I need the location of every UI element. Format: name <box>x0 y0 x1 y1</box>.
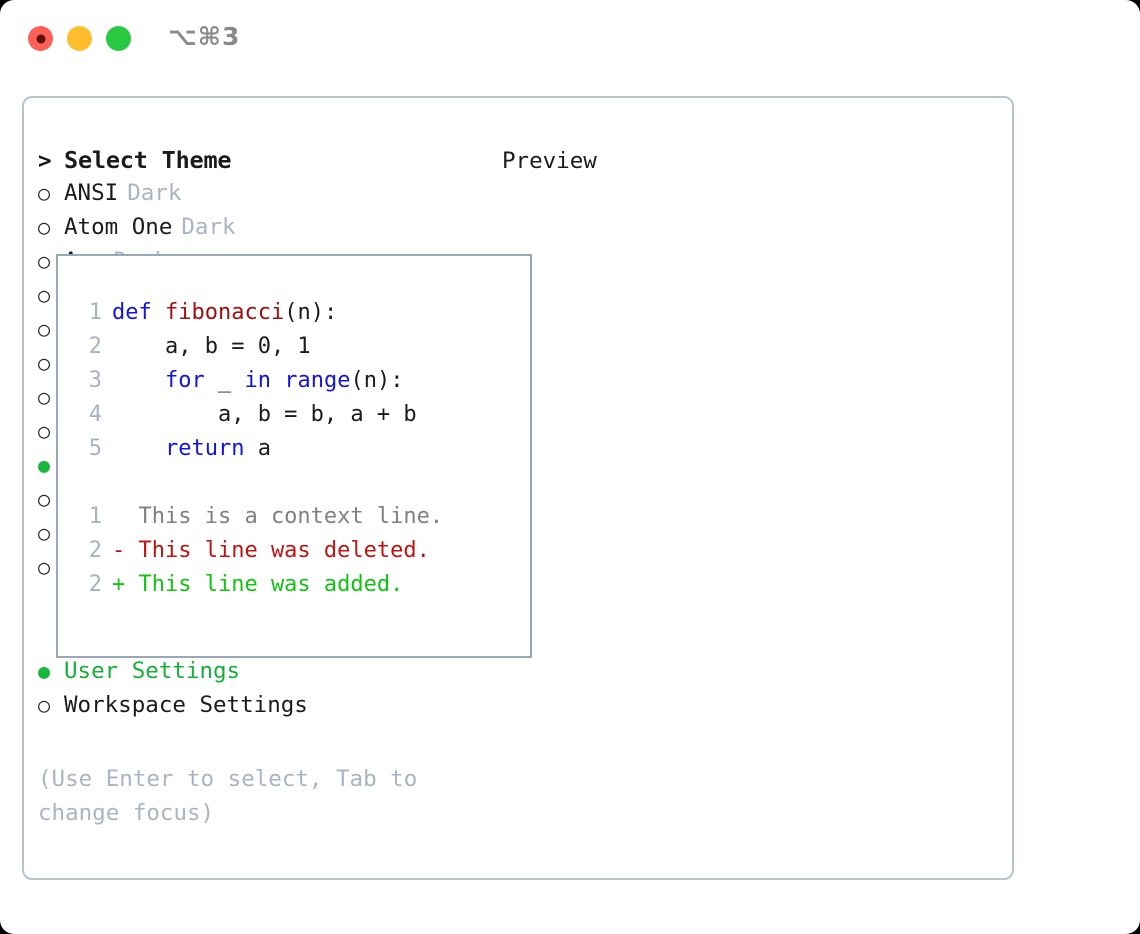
radio-unselected-icon[interactable]: ○ <box>38 317 51 341</box>
preview-section: Preview <box>502 146 1002 180</box>
radio-unselected-icon[interactable]: ○ <box>38 521 51 545</box>
line-number: 3 <box>88 368 102 393</box>
radio-unselected-icon[interactable]: ○ <box>38 351 51 375</box>
keyboard-hint-text: (Use Enter to select, Tab to change focu… <box>38 766 431 826</box>
radio-unselected-icon[interactable]: ○ <box>38 555 51 579</box>
radio-selected-icon[interactable]: ● <box>38 659 51 683</box>
code-line: 1 def fibonacci(n): <box>76 296 443 330</box>
code-line: 4 a, b = b, a + b <box>76 398 443 432</box>
radio-unselected-icon[interactable]: ○ <box>38 249 51 273</box>
keyboard-shortcut-label: ⌥⌘3 <box>168 22 241 51</box>
title-bar: ⌥⌘3 <box>0 0 1140 78</box>
diff-text: + This line was added. <box>112 572 404 597</box>
code-token: a, b = 0, 1 <box>112 334 311 359</box>
line-number: 1 <box>88 300 102 325</box>
apply-to-option-label: User Settings <box>64 658 241 684</box>
line-number: 4 <box>88 402 102 427</box>
code-token: (n): <box>284 300 338 325</box>
line-number: 5 <box>88 436 102 461</box>
line-number: 1 <box>88 504 102 529</box>
radio-selected-icon[interactable]: ● <box>38 453 51 477</box>
diff-line: 2 - This line was deleted. <box>76 534 443 568</box>
theme-name: ANSI <box>64 180 119 206</box>
theme-list-item[interactable]: ○ ANSI Dark <box>38 180 498 214</box>
apply-to-option[interactable]: ○ Workspace Settings <box>38 692 498 726</box>
code-token <box>112 436 165 461</box>
code-line: 5 return a <box>76 432 443 466</box>
code-token: range <box>284 368 351 393</box>
code-line: 3 for _ in range(n): <box>76 364 443 398</box>
theme-picker-title: Select Theme <box>64 146 232 174</box>
code-token: return <box>164 436 245 461</box>
theme-name: Atom One <box>64 214 173 240</box>
code-token: fibonacci <box>164 300 285 325</box>
radio-unselected-icon[interactable]: ○ <box>38 385 51 409</box>
radio-unselected-icon[interactable]: ○ <box>38 283 51 307</box>
theme-picker-header: > Select Theme <box>38 146 498 180</box>
apply-to-list: ● User Settings ○ Workspace Settings <box>38 658 498 726</box>
code-token: for <box>164 368 205 393</box>
radio-unselected-icon[interactable]: ○ <box>38 487 51 511</box>
apply-to-option[interactable]: ● User Settings <box>38 658 498 692</box>
theme-variant-badge: Dark <box>127 180 182 206</box>
radio-unselected-icon[interactable]: ○ <box>38 419 51 443</box>
diff-line: 2 + This line was added. <box>76 568 443 602</box>
diff-text: - This line was deleted. <box>112 538 430 563</box>
window-controls <box>28 26 131 51</box>
hint-gap <box>38 726 498 762</box>
code-token: a <box>244 436 271 461</box>
line-number: 2 <box>88 572 102 597</box>
code-token: def <box>112 300 165 325</box>
code-token <box>271 368 284 393</box>
radio-unselected-icon[interactable]: ○ <box>38 181 51 205</box>
radio-unselected-icon[interactable]: ○ <box>38 215 51 239</box>
code-token: in <box>244 368 271 393</box>
theme-variant-badge: Dark <box>181 214 236 240</box>
radio-unselected-icon[interactable]: ○ <box>38 693 51 717</box>
code-line: 2 a, b = 0, 1 <box>76 330 443 364</box>
diff-line: 1 This is a context line. <box>76 500 443 534</box>
apply-to-option-label: Workspace Settings <box>64 692 308 718</box>
line-number: 2 <box>88 538 102 563</box>
theme-list-item[interactable]: ○ Atom One Dark <box>38 214 498 248</box>
caret-icon: > <box>38 148 52 174</box>
diff-text: This is a context line. <box>112 504 444 529</box>
code-token: a, b = b, a + b <box>112 402 417 427</box>
code-token: (n): <box>350 368 404 393</box>
minimize-button-icon[interactable] <box>67 26 92 51</box>
preview-title: Preview <box>502 148 597 174</box>
code-token: _ <box>204 368 245 393</box>
line-number: 2 <box>88 334 102 359</box>
code-token <box>112 368 165 393</box>
maximize-button-icon[interactable] <box>106 26 131 51</box>
code-diff-separator <box>76 466 443 500</box>
close-button-icon[interactable] <box>28 26 53 51</box>
